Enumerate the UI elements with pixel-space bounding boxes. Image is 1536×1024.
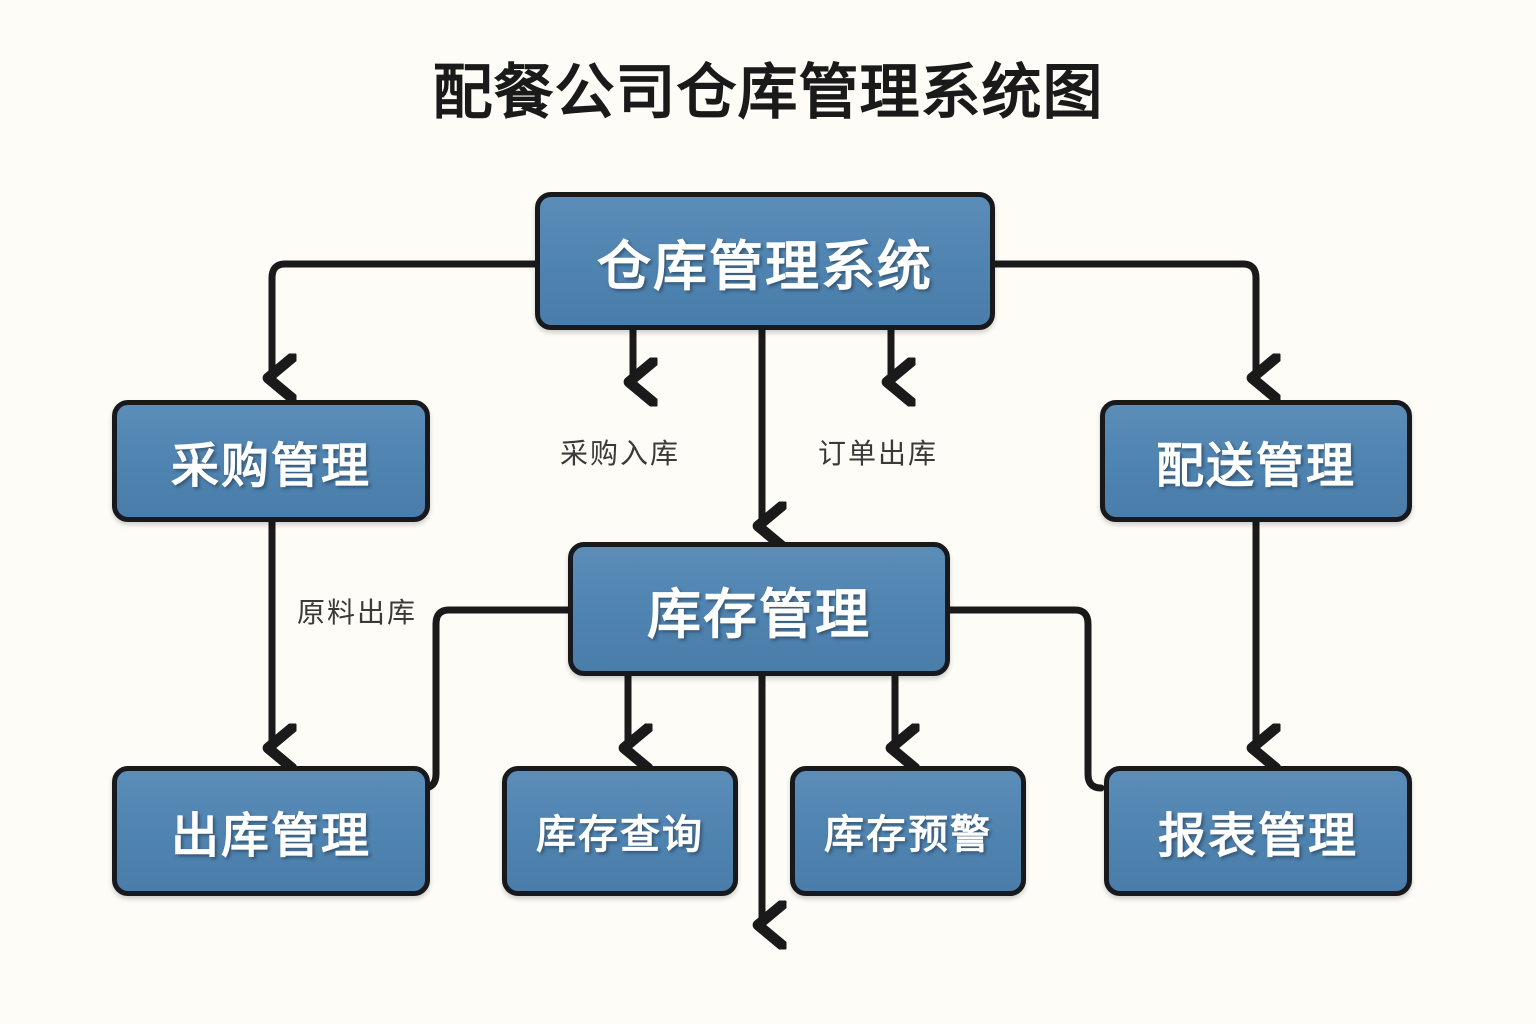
node-purchase-management[interactable]: 采购管理 [112,400,430,522]
edge-label-order-out: 订单出库 [818,438,939,469]
node-label: 出库管理 [170,810,371,863]
page-title: 配餐公司仓库管理系统图 [432,59,1104,126]
node-label: 配送管理 [1155,440,1356,493]
edge-inventory-to-outbound [419,606,572,792]
node-inventory-query[interactable]: 库存查询 [502,766,738,896]
edge-label-material-out: 原料出库 [297,597,418,628]
node-label: 库存管理 [647,584,871,645]
edge-label-purchase-in: 采购入库 [560,438,681,469]
edge-inventory-to-report [946,606,1105,792]
node-label: 仓库管理系统 [597,236,933,297]
node-label: 采购管理 [170,440,371,493]
node-outbound-management[interactable]: 出库管理 [112,766,430,896]
node-inventory-management[interactable]: 库存管理 [568,542,950,676]
edge-wms-to-purchase [272,260,539,378]
node-delivery-management[interactable]: 配送管理 [1100,400,1412,522]
node-label: 库存查询 [536,813,704,857]
node-label: 库存预警 [824,813,992,857]
edge-wms-to-delivery [991,260,1256,378]
node-report-management[interactable]: 报表管理 [1104,766,1412,896]
node-label: 报表管理 [1157,810,1358,863]
node-inventory-alert[interactable]: 库存预警 [790,766,1026,896]
node-warehouse-management-system[interactable]: 仓库管理系统 [535,192,995,330]
